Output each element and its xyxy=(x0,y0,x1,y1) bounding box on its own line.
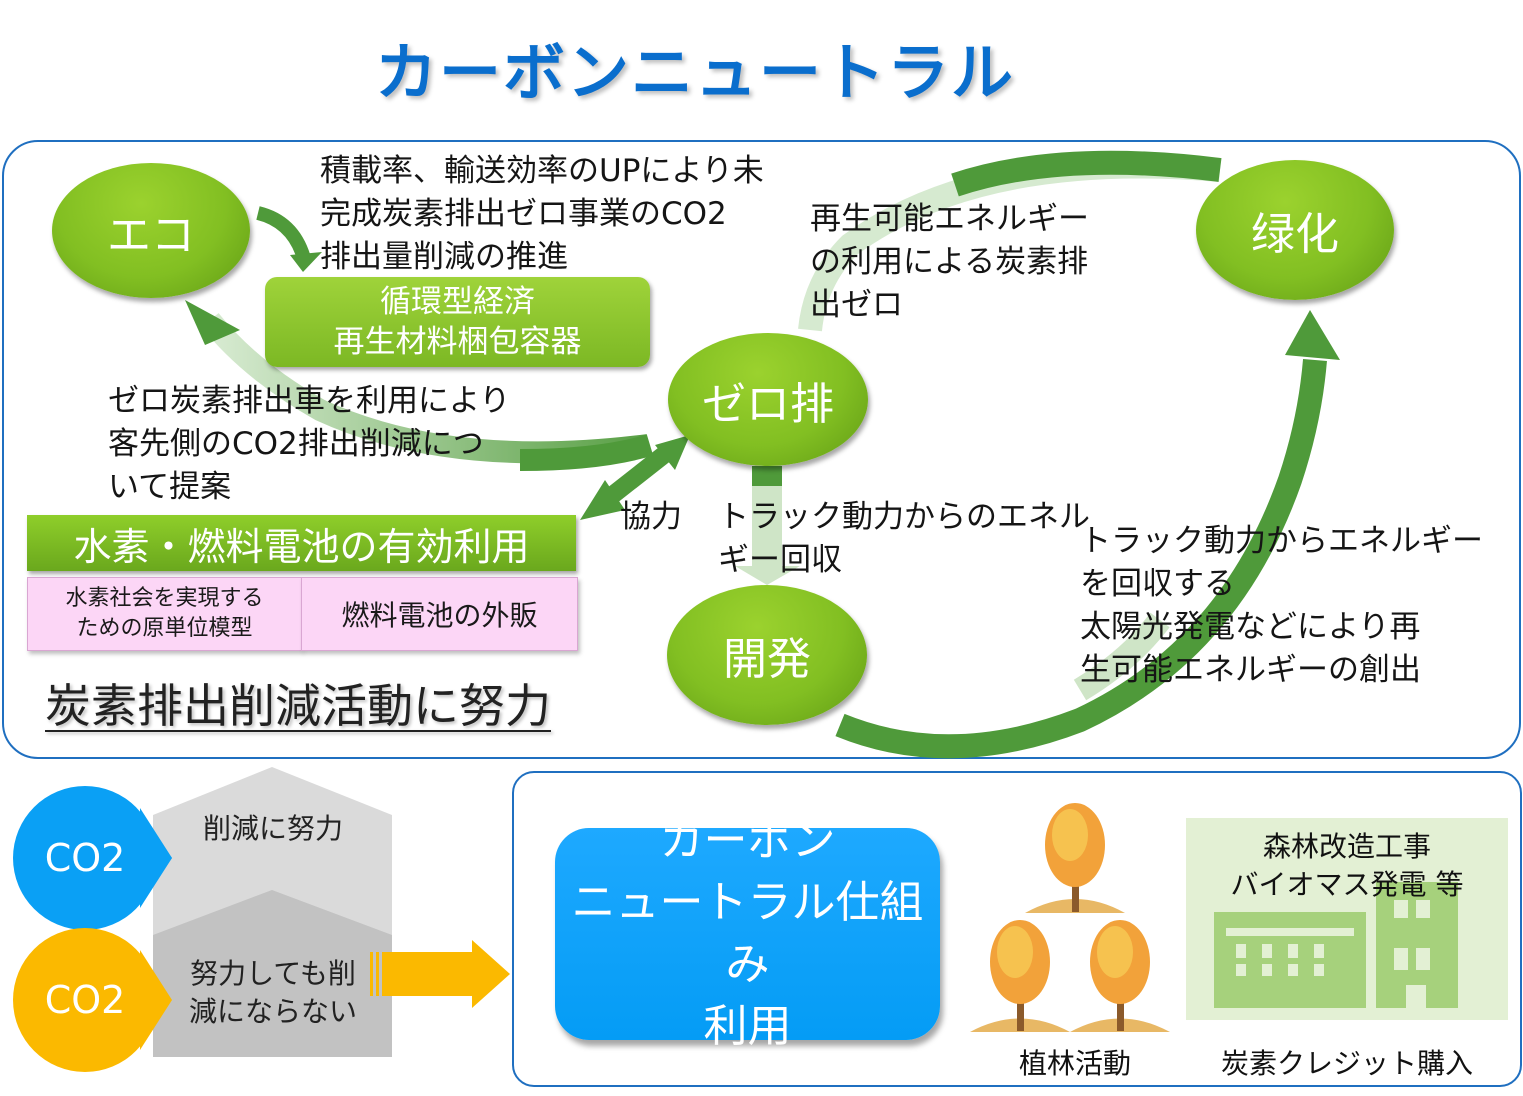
carbon-button-line3: 利用 xyxy=(703,1001,792,1052)
circular-economy-line2: 再生材料梱包容器 xyxy=(333,324,582,360)
tree-icon xyxy=(970,920,1070,1032)
co2-label-bottom: CO2 xyxy=(44,978,126,1022)
hydrogen-header: 水素・燃料電池の有効利用 xyxy=(27,515,576,571)
effort-heading: 炭素排出削減活動に努力 xyxy=(45,679,551,733)
yellow-arrow xyxy=(382,952,472,996)
annotation-dev-to-greening: トラック動力からエネルギー を回収する 太陽光発電などにより再 生可能エネルギー… xyxy=(1080,523,1483,688)
arrow-zero-to-dev xyxy=(752,466,782,486)
hydrogen-cell-model: 水素社会を実現する ための原単位模型 xyxy=(27,577,302,651)
hydrogen-cell-fuelcell-sales: 燃料電池の外販 xyxy=(301,577,578,651)
annotation-zero-to-dev: トラック動力からのエネル ギー回収 xyxy=(718,499,1090,578)
house-bottom-shape xyxy=(153,890,392,1057)
house-top-label: 削減に努力 xyxy=(202,812,343,845)
carbon-button-line2: ニュートラル仕組み xyxy=(571,877,924,990)
arrowhead-to-greening xyxy=(1285,310,1340,360)
arrow-dev-to-greening xyxy=(835,358,1327,759)
annotation-eco-to-circular: 積載率、輸送効率のUPにより未 完成炭素排出ゼロ事業のCO2 排出量削減の推進 xyxy=(320,153,764,275)
arrowhead-to-eco xyxy=(185,300,240,345)
forest-biomass-text: 森林改造工事 バイオマス発電 等 xyxy=(1230,830,1464,901)
node-zero-emission: ゼロ排 xyxy=(668,333,868,466)
node-development: 開発 xyxy=(667,585,867,725)
carbon-neutral-mechanism-button[interactable]: カーボン ニュートラル仕組み 利用 xyxy=(555,815,940,1052)
carbon-button-line1: カーボン xyxy=(659,815,836,866)
tree-icon xyxy=(1070,920,1170,1032)
annotation-greening-to-zero: 再生可能エネルギー の利用による炭素排 出ゼロ xyxy=(810,201,1089,323)
house-bottom-label: 努力しても削 減にならない xyxy=(188,957,357,1028)
planting-caption: 植林活動 xyxy=(1018,1047,1131,1080)
tree-icon xyxy=(1025,803,1125,913)
node-eco: エコ xyxy=(52,163,250,298)
circular-economy-box: 循環型経済 再生材料梱包容器 xyxy=(265,277,650,367)
page-title: カーボンニュートラル xyxy=(374,36,1015,109)
carbon-credit-caption: 炭素クレジット購入 xyxy=(1220,1047,1473,1080)
annotation-cooperation: 協力 xyxy=(620,499,682,535)
annotation-zero-to-eco: ゼロ炭素排出車を利用により 客先側のCO2排出削減につ いて提案 xyxy=(108,383,511,505)
arrowhead-eco-to-circular xyxy=(290,252,322,272)
circular-economy-line1: 循環型経済 xyxy=(380,284,535,320)
node-greening: 绿化 xyxy=(1196,160,1394,300)
co2-label-top: CO2 xyxy=(44,836,126,880)
